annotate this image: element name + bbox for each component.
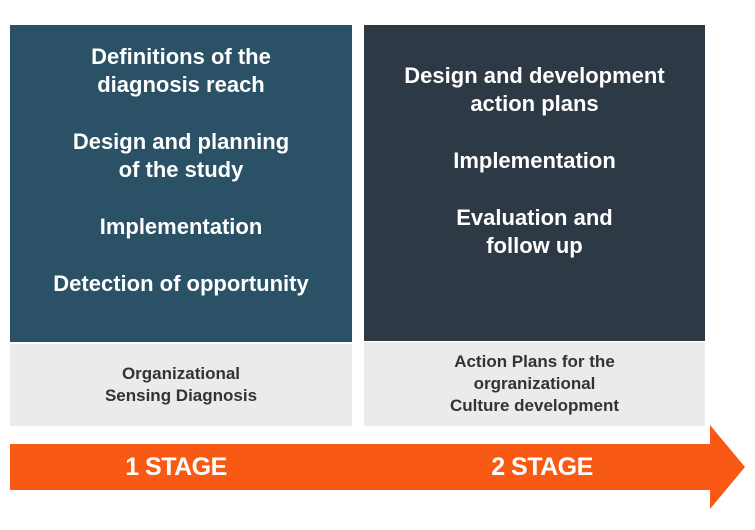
stage-2-step: Evaluation and follow up bbox=[456, 205, 613, 258]
stage-2-panel: Design and development action plans Impl… bbox=[364, 25, 705, 341]
stage-1-label: 1 STAGE bbox=[125, 453, 227, 481]
stage-2-caption: Action Plans for the orgranizational Cul… bbox=[364, 342, 705, 426]
stage-1-caption: Organizational Sensing Diagnosis bbox=[10, 344, 352, 426]
stage-1-panel: Definitions of the diagnosis reach Desig… bbox=[10, 25, 352, 342]
stage-2-label: 2 STAGE bbox=[491, 453, 593, 481]
stage-arrow-shape bbox=[10, 425, 745, 509]
stage-2-step: Implementation bbox=[453, 148, 616, 173]
stage-1-step: Detection of opportunity bbox=[53, 271, 309, 296]
stage-1-step: Design and planning of the study bbox=[72, 129, 290, 182]
stage-2-step: Design and development action plans bbox=[404, 63, 665, 116]
stage-1-step: Definitions of the diagnosis reach bbox=[91, 44, 271, 97]
stage-1-step: Implementation bbox=[99, 214, 263, 239]
